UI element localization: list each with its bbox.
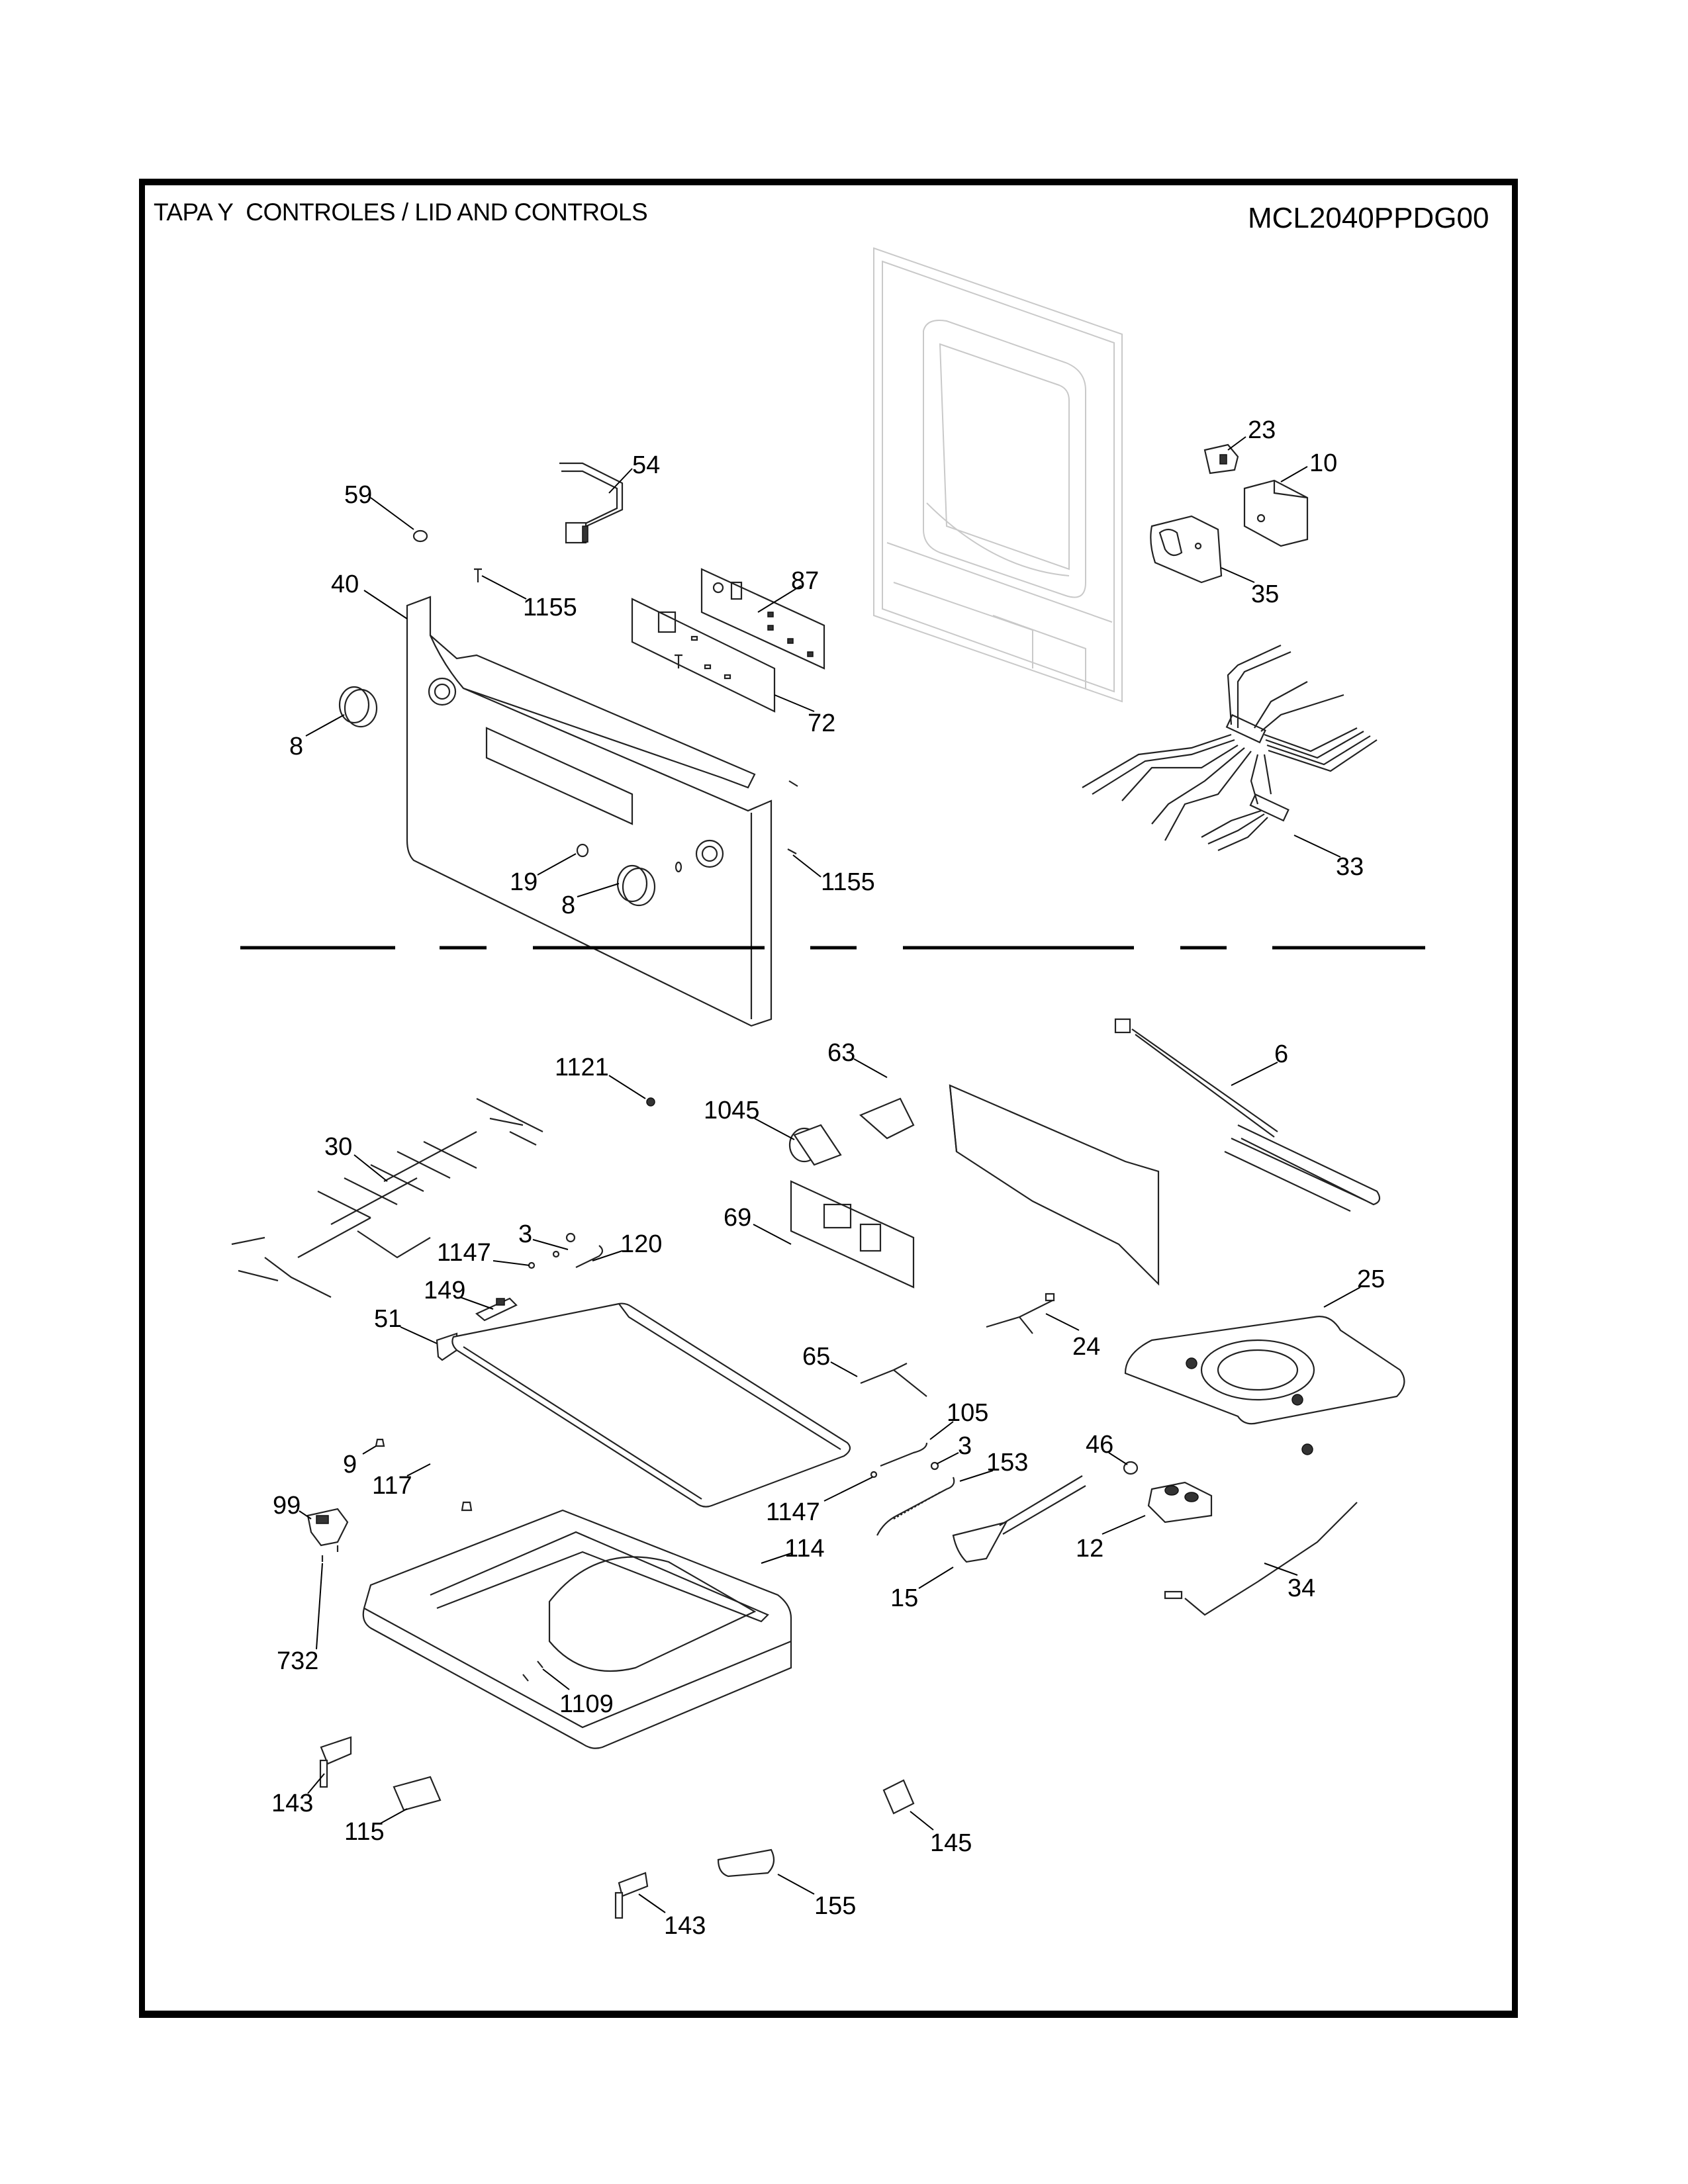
callout-19: 19 (510, 868, 538, 896)
callout-35: 35 (1251, 580, 1279, 608)
dispenser-15 (952, 1475, 1086, 1563)
callout-149: 149 (424, 1277, 465, 1304)
harness-24 (986, 1293, 1055, 1334)
callout-1155-bottom: 1155 (821, 868, 875, 896)
hinge-cover-115 (393, 1776, 442, 1811)
nut-3-bottom (930, 1461, 939, 1471)
callout-1121: 1121 (555, 1054, 609, 1081)
diagram-title: TAPA Y CONTROLES / LID AND CONTROLS (154, 199, 648, 226)
callout-143-bottom: 143 (664, 1912, 706, 1940)
callout-9: 9 (343, 1451, 357, 1479)
callout-145: 145 (930, 1829, 972, 1857)
screws-1155-bottom (787, 780, 798, 854)
bumper-9 (375, 1438, 385, 1447)
callout-8-bottom: 8 (561, 891, 575, 919)
screws-732 (321, 1545, 339, 1562)
callout-46: 46 (1086, 1431, 1113, 1459)
screw-center (675, 654, 682, 668)
console-overlay (631, 598, 776, 713)
callout-143-left: 143 (271, 1790, 313, 1817)
screw-1155-top (474, 568, 482, 582)
callout-3-bottom: 3 (958, 1432, 972, 1460)
callout-1147-bottom: 1147 (766, 1498, 820, 1526)
callouts: 59 54 40 1155 87 72 8 19 8 1155 23 10 35… (271, 416, 1385, 1940)
callout-51: 51 (374, 1305, 402, 1333)
capacitor-1045 (788, 1124, 842, 1166)
callout-120: 120 (620, 1230, 662, 1258)
callout-10: 10 (1309, 449, 1337, 477)
callout-23: 23 (1248, 416, 1276, 444)
switch-23 (1203, 443, 1239, 475)
fill-hose-25 (1124, 1316, 1405, 1455)
callout-1147-top: 1147 (437, 1239, 491, 1267)
callout-105: 105 (947, 1399, 988, 1427)
model-number: MCL2040PPDG00 (1248, 202, 1489, 234)
knob-8-left (338, 686, 378, 728)
callout-1155-top: 1155 (523, 594, 577, 621)
diagram-frame (139, 179, 1518, 2018)
clamp-46 (1123, 1461, 1139, 1475)
bracket-63 (859, 1084, 1160, 1286)
lid-lock-99 (306, 1508, 349, 1547)
control-console (406, 596, 773, 1027)
callout-115: 115 (344, 1818, 385, 1846)
timer-10 (1243, 479, 1309, 547)
button-19 (576, 843, 589, 858)
lid-switch (559, 462, 624, 544)
callout-12: 12 (1076, 1535, 1103, 1563)
cabinet-back-panel (873, 247, 1123, 703)
actuator-149 (475, 1297, 518, 1322)
hinge-bracket-143-bottom (614, 1872, 649, 1919)
heater-6 (1114, 1018, 1381, 1212)
plug-59 (412, 529, 428, 543)
callout-25: 25 (1357, 1265, 1385, 1293)
callout-69: 69 (724, 1204, 751, 1232)
wire-harness-33 (1082, 645, 1378, 852)
screw-1147-bottom (870, 1471, 878, 1479)
callout-153: 153 (986, 1449, 1028, 1477)
sensor-65 (860, 1363, 927, 1397)
callout-33: 33 (1336, 853, 1364, 881)
water-valve-12 (1147, 1481, 1213, 1524)
callout-72: 72 (808, 709, 835, 737)
bumper-top (461, 1501, 473, 1512)
control-board (700, 568, 825, 670)
callout-30: 30 (324, 1133, 352, 1161)
callout-59: 59 (344, 481, 372, 509)
callout-99: 99 (273, 1492, 301, 1520)
callout-114: 114 (784, 1535, 825, 1563)
callout-732: 732 (277, 1647, 318, 1675)
callout-24: 24 (1072, 1333, 1100, 1361)
electronic-board-69 (790, 1180, 915, 1289)
foot-cap-155 (717, 1848, 775, 1878)
wire-harness-30 (231, 1098, 543, 1298)
timer-bracket-35 (1150, 515, 1223, 584)
callout-1045: 1045 (704, 1097, 760, 1124)
top-cover-114 (362, 1509, 792, 1749)
harness-34 (1164, 1502, 1358, 1616)
callout-34: 34 (1288, 1574, 1315, 1602)
spring-153 (876, 1477, 955, 1536)
rod-105 (880, 1442, 928, 1467)
callout-87: 87 (791, 567, 819, 595)
small-parts-120-area (528, 1232, 604, 1269)
bracket-145 (882, 1779, 915, 1815)
hinge-bracket-143-left (319, 1736, 352, 1788)
callout-63: 63 (827, 1039, 855, 1067)
callout-15: 15 (890, 1584, 918, 1612)
callout-117: 117 (372, 1472, 412, 1500)
callout-54: 54 (632, 451, 660, 479)
callout-3-top: 3 (518, 1220, 532, 1248)
callout-8-left: 8 (289, 733, 303, 760)
screw-1121 (646, 1097, 655, 1107)
callout-65: 65 (802, 1343, 830, 1371)
callout-155: 155 (814, 1892, 856, 1920)
screws-1109 (522, 1661, 543, 1682)
callout-6: 6 (1274, 1040, 1288, 1068)
callout-1109: 1109 (559, 1690, 614, 1718)
callout-40: 40 (331, 570, 359, 598)
lid-117 (451, 1302, 851, 1508)
